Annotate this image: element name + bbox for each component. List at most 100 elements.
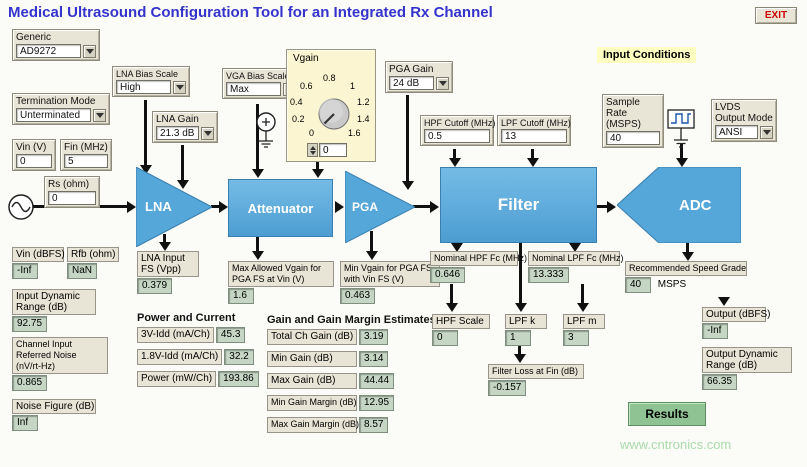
vgain-tick: 0.6 [300, 81, 313, 91]
filter-block-label: Filter [497, 195, 540, 214]
output-dbfs-indicator: Output (dBFS) -Inf [702, 307, 770, 339]
chevron-down-icon[interactable] [436, 76, 449, 90]
filter-loss-indicator: Filter Loss at Fin (dB) -0.157 [488, 364, 584, 396]
vgain-tick: 1.4 [357, 114, 370, 124]
termination-mode-value[interactable]: Unterminated [16, 108, 91, 122]
power-mw-indicator: Power (mW/Ch) 193.86 [137, 371, 259, 387]
min-gain-indicator: Min Gain (dB) 3.14 [267, 351, 389, 367]
sample-rate-input[interactable]: Sample Rate (MSPS) 40 [602, 94, 664, 148]
lna-bias-scale-label: LNA Bias Scale [116, 69, 179, 79]
vgain-knob[interactable] [316, 96, 352, 132]
min-gain-margin-indicator: Min Gain Margin (dB) 12.95 [267, 395, 395, 411]
wire [453, 149, 456, 159]
arrow-right-icon [607, 201, 616, 213]
arrow-down-icon [449, 158, 461, 167]
hpf-cutoff-input[interactable]: HPF Cutoff (MHz) 0.5 [420, 115, 495, 146]
chevron-down-icon[interactable] [93, 108, 106, 122]
vgain-value[interactable]: 0 [319, 143, 347, 157]
adc-block: ADC [616, 166, 742, 244]
gain-estimates-header: Gain and Gain Margin Estimates [267, 314, 436, 326]
lvds-output-mode-value[interactable]: ANSI [715, 125, 758, 139]
input-conditions-label: Input Conditions [597, 47, 697, 63]
pga-triangle [344, 170, 417, 244]
lpf-m-indicator: LPF m 3 [563, 314, 605, 346]
vgain-tick: 0.2 [292, 114, 305, 124]
arrow-right-icon [430, 201, 439, 213]
vga-bias-scale-value[interactable]: Max [226, 82, 281, 96]
vgain-spinner[interactable] [307, 143, 318, 157]
filter-block: Filter [440, 167, 597, 243]
idd-3v-indicator: 3V-Idd (mA/Ch) 45.3 [137, 327, 246, 343]
chevron-down-icon[interactable] [201, 126, 214, 140]
vgain-tick: 0.8 [323, 73, 336, 83]
power-and-current-header: Power and Current [137, 312, 236, 324]
chevron-down-icon[interactable] [83, 44, 96, 58]
pga-gain-label: PGA Gain [389, 64, 434, 75]
recommended-speed-grade-indicator: Recommended Speed Grade 40 MSPS [625, 261, 747, 293]
arrow-down-icon [515, 303, 527, 312]
lna-block-label: LNA [145, 199, 172, 214]
total-ch-gain-indicator: Total Ch Gain (dB) 3.19 [267, 329, 389, 345]
results-button[interactable]: Results [628, 402, 706, 426]
pga-gain-value[interactable]: 24 dB [389, 76, 434, 90]
idd-1v8-indicator: 1.8V-Idd (mA/Ch) 32.2 [137, 349, 254, 365]
arrow-down-icon [366, 251, 378, 260]
lna-gain-label: LNA Gain [156, 114, 199, 125]
lpf-cutoff-label: LPF Cutoff (MHz) [501, 118, 571, 128]
wire [519, 243, 522, 304]
termination-mode-label: Termination Mode [16, 96, 96, 107]
termination-mode-select[interactable]: Termination Mode Unterminated [12, 93, 110, 125]
fin-value[interactable]: 5 [64, 154, 108, 168]
sine-source-icon [8, 194, 34, 220]
nominal-hpf-fc-indicator: Nominal HPF Fc (MHz) 0.646 [430, 251, 527, 283]
lna-bias-scale-value[interactable]: High [116, 80, 171, 94]
vin-label: Vin (V) [16, 142, 47, 153]
chevron-down-icon[interactable] [760, 125, 773, 139]
wire [256, 237, 259, 252]
lna-gain-select[interactable]: LNA Gain 21.3 dB [152, 111, 218, 143]
wire [406, 95, 409, 182]
rs-value[interactable]: 0 [48, 191, 96, 205]
max-allowed-vgain-indicator: Max Allowed Vgain for PGA FS at Vin (V) … [228, 261, 334, 304]
wire [211, 205, 220, 208]
vin-input[interactable]: Vin (V) 0 [12, 139, 56, 171]
adc-block-label: ADC [679, 197, 712, 214]
arrow-down-icon [577, 303, 589, 312]
lna-bias-scale-select[interactable]: LNA Bias Scale High [112, 66, 190, 97]
wire [316, 162, 319, 170]
wire [680, 143, 683, 159]
arrow-down-icon [252, 251, 264, 260]
input-dynamic-range-indicator: Input Dynamic Range (dB) 92.75 [12, 289, 96, 332]
arrow-down-icon [527, 158, 539, 167]
vin-dbfs-indicator: Vin (dBFS) -Inf [12, 247, 65, 279]
arrow-down-icon [682, 252, 694, 261]
vgain-tick: 1.2 [357, 97, 370, 107]
rs-input[interactable]: Rs (ohm) 0 [44, 176, 100, 208]
vin-value[interactable]: 0 [16, 154, 52, 168]
lpf-cutoff-value[interactable]: 13 [501, 129, 567, 143]
arrow-down-icon [569, 243, 581, 252]
arrow-down-icon [451, 243, 463, 252]
lvds-output-mode-select[interactable]: LVDS Output Mode ANSI [711, 99, 777, 142]
wire [518, 346, 521, 355]
wire [531, 149, 534, 159]
fin-input[interactable]: Fin (MHz) 5 [60, 139, 112, 171]
pga-gain-select[interactable]: PGA Gain 24 dB [385, 61, 453, 93]
sample-rate-value[interactable]: 40 [606, 131, 660, 145]
vgain-tick: 1.6 [348, 128, 361, 138]
lna-triangle [135, 166, 214, 248]
generic-select[interactable]: Generic AD9272 [12, 29, 100, 61]
noise-figure-indicator: Noise Figure (dB) Inf [12, 399, 96, 431]
arrow-right-icon [127, 201, 136, 213]
exit-button[interactable]: EXIT [755, 7, 797, 24]
vgain-tick: 0.4 [290, 97, 303, 107]
generic-value[interactable]: AD9272 [16, 44, 81, 58]
wire [686, 243, 689, 253]
clock-icon [667, 109, 695, 148]
chevron-down-icon[interactable] [173, 80, 186, 94]
hpf-cutoff-value[interactable]: 0.5 [424, 129, 490, 143]
arrow-down-icon [312, 169, 324, 178]
lpf-cutoff-input[interactable]: LPF Cutoff (MHz) 13 [497, 115, 571, 146]
arrow-down-icon [514, 354, 526, 363]
lna-gain-value[interactable]: 21.3 dB [156, 126, 199, 140]
